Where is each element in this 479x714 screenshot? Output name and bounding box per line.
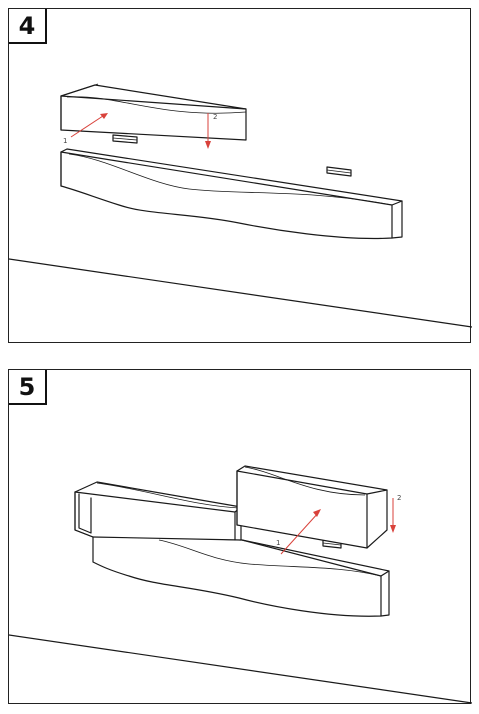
step-5-number: 5 — [9, 370, 47, 405]
arrow-move-in: 1 — [276, 509, 321, 555]
mounting-bracket-left — [112, 134, 138, 144]
small-wall-cabinet — [60, 83, 247, 141]
step-5-panel: 5 — [8, 369, 472, 704]
floor-line — [9, 634, 472, 704]
new-small-cabinet — [236, 465, 388, 549]
arrow-1-label: 1 — [63, 137, 67, 145]
arrow-move-in: 1 — [63, 113, 108, 145]
long-wall-cabinet — [92, 534, 390, 617]
step-4-illustration: 1 2 — [9, 83, 472, 328]
arrow-1-label: 1 — [276, 539, 280, 547]
arrow-press-down: 2 — [390, 494, 401, 533]
arrow-2-label: 2 — [213, 113, 217, 121]
step-4-number: 4 — [9, 9, 47, 44]
step-5-illustration: 1 2 — [9, 465, 472, 704]
arrow-press-down: 2 — [205, 113, 217, 149]
step-4-panel: 4 — [8, 8, 472, 343]
long-wall-cabinet — [60, 148, 403, 240]
arrow-2-label: 2 — [397, 494, 401, 502]
installed-small-cabinet — [74, 481, 242, 541]
mounting-bracket-right — [326, 166, 352, 177]
floor-line — [9, 258, 472, 328]
